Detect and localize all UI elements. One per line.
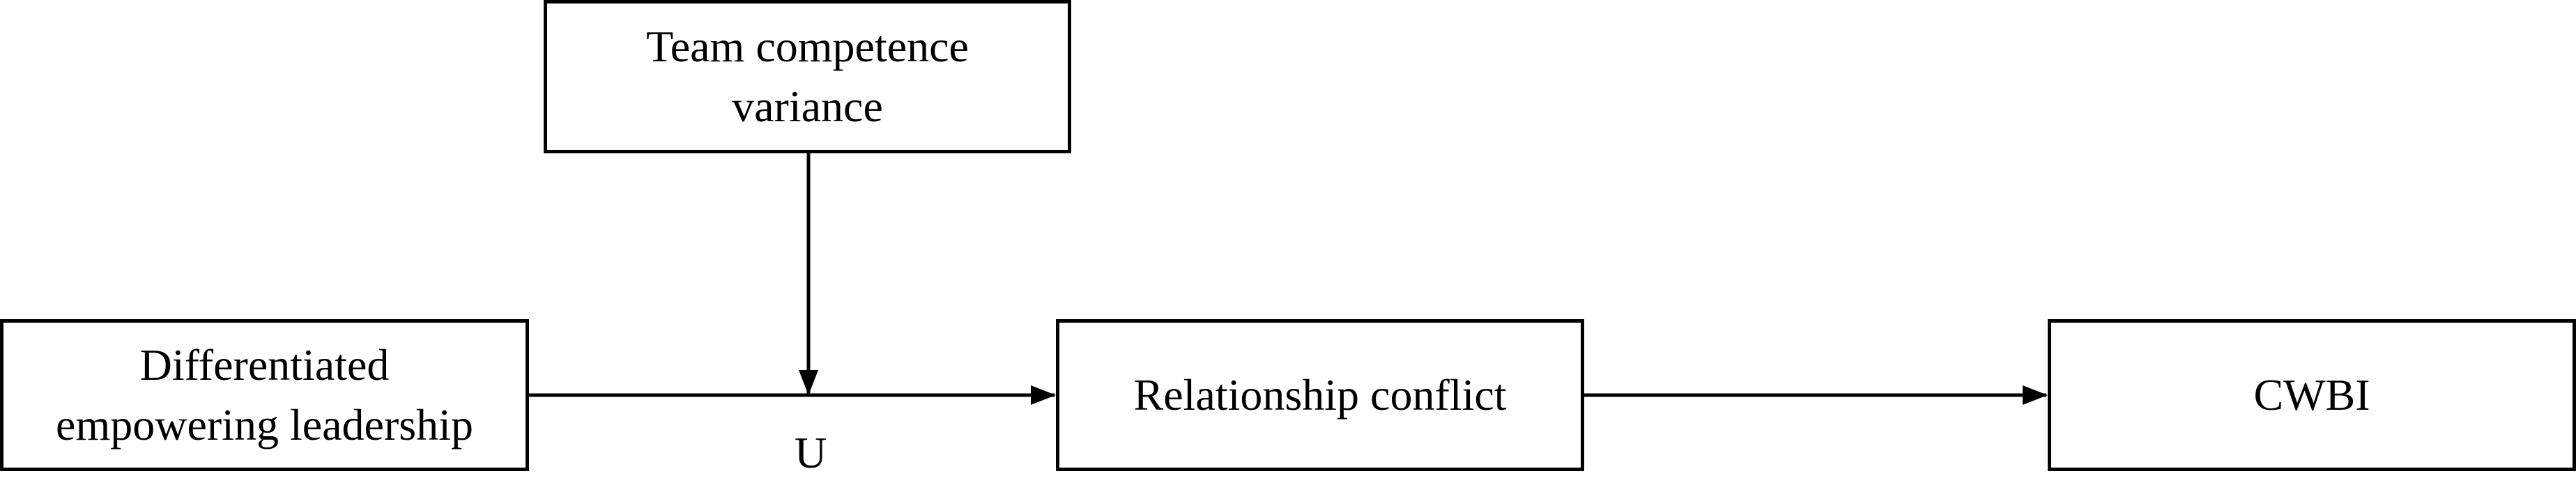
mediator-label: Relationship conflict bbox=[1133, 370, 1507, 420]
u-shaped-path-label: U bbox=[795, 428, 827, 477]
predictor-box: Differentiated empowering leadership bbox=[0, 319, 529, 471]
outcome-label: CWBI bbox=[2253, 370, 2370, 420]
outcome-box: CWBI bbox=[2048, 319, 2576, 471]
mediator-box: Relationship conflict bbox=[1056, 319, 1584, 471]
predictor-label: Differentiated empowering leadership bbox=[56, 340, 473, 449]
moderator-label: Team competence variance bbox=[646, 22, 969, 131]
moderator-box: Team competence variance bbox=[544, 0, 1071, 153]
